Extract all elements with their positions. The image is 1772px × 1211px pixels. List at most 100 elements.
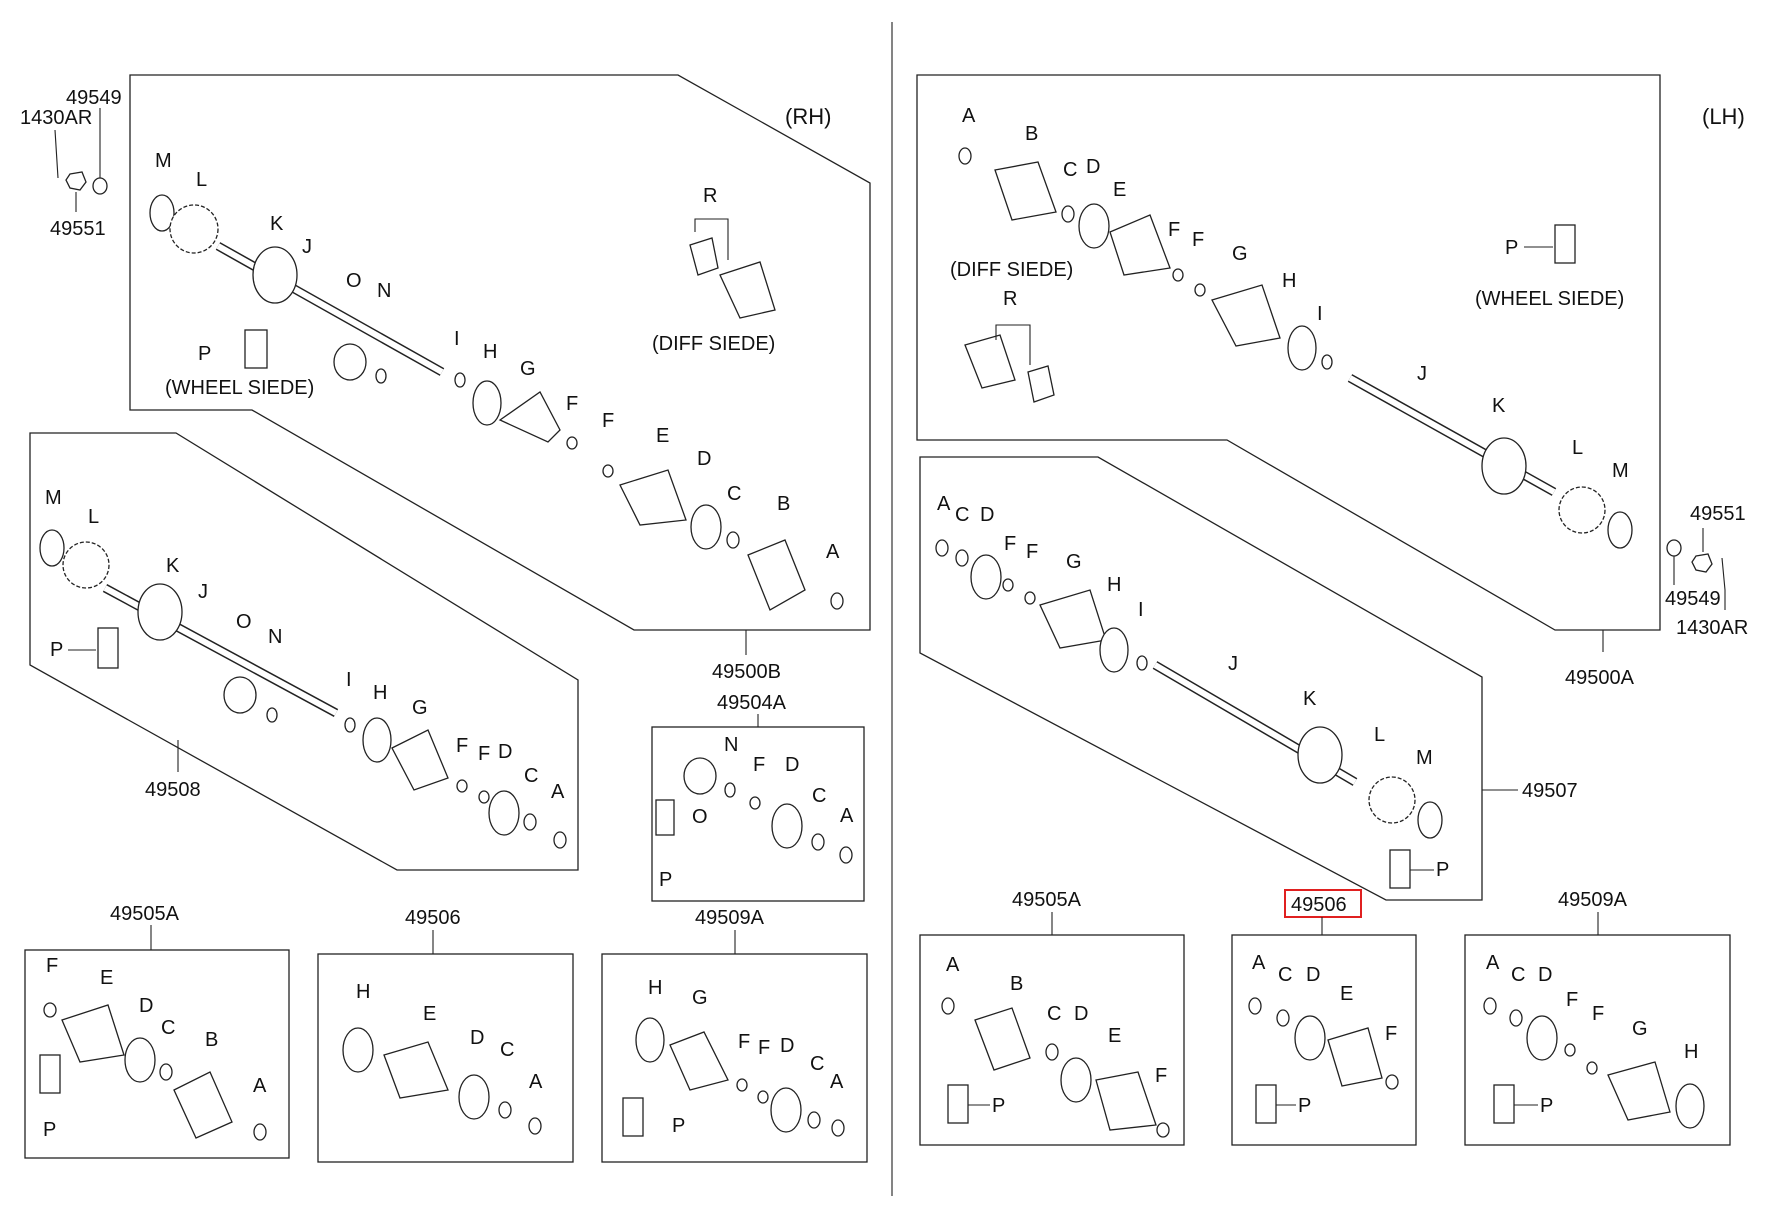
rh-alt-i-ring — [344, 717, 356, 733]
lh-main-f-clamp-2 — [1194, 283, 1206, 297]
lh-main-label-l: L — [1572, 437, 1583, 459]
lh-alt-k-outer-joint — [1297, 726, 1343, 784]
rh-outer-boot-kit-b-housing — [173, 1071, 233, 1139]
lh-inner-boot-kit-a-circlip — [1248, 997, 1262, 1015]
lh-hub-bolt-number[interactable]: 1430AR — [1676, 617, 1748, 639]
rh-alt-f-clamp-2 — [478, 790, 490, 804]
rh-alt-g-boot — [391, 729, 449, 791]
lh-alt-f-clamp-2 — [1024, 591, 1036, 605]
lh-boot-set-kit-f-clamp-2 — [1586, 1061, 1598, 1075]
lh-boot-set-kit-label-c: C — [1511, 964, 1525, 986]
rh-alt-a-circlip — [553, 831, 567, 849]
lh-outer-boot-kit-label-f: F — [1155, 1065, 1167, 1087]
rh-hub-nut-number[interactable]: 49551 — [50, 218, 106, 240]
rh-alt-label-c: C — [524, 765, 538, 787]
lh-alt-f-clamp-1 — [1002, 578, 1014, 592]
lh-boot-set-kit-label-f2: F — [1592, 1003, 1604, 1025]
rh-alt-label-g: G — [412, 697, 428, 719]
rh-alt-label-a: A — [551, 781, 565, 803]
rh-boot-set-kit-label-p: P — [672, 1115, 685, 1137]
lh-inner-boot-kit-p-grease — [1255, 1084, 1277, 1124]
rh-main-label-m: M — [155, 150, 172, 172]
rh-main-r-bracket — [694, 218, 729, 260]
lh-outer-boot-kit-a-circlip — [941, 997, 955, 1015]
lh-alt-label-h: H — [1107, 574, 1121, 596]
lh-inner-boot-kit-label-a: A — [1252, 952, 1266, 974]
lh-boot-set-kit-number[interactable]: 49509A — [1558, 889, 1628, 911]
frame-lh-inner-boot-kit[interactable] — [1231, 934, 1417, 1146]
rh-alt-label-i: I — [346, 669, 352, 691]
rh-main-label-p: P — [198, 343, 211, 365]
lh-alt-label-a: A — [937, 493, 951, 515]
rh-inner-boot-kit-number[interactable]: 49506 — [405, 907, 461, 929]
rh-boot-set-kit-c-ring — [807, 1111, 821, 1129]
rh-main-assembly-number[interactable]: 49500B — [712, 661, 781, 683]
rh-inner-boot-kit-label-d: D — [470, 1027, 484, 1049]
rh-inner-kit-number[interactable]: 49504A — [717, 692, 787, 714]
lh-outer-boot-kit-p-grease — [947, 1084, 969, 1124]
rh-hub-bolt-number[interactable]: 1430AR — [20, 107, 92, 129]
lh-alt-c-ring — [955, 549, 969, 567]
rh-inner-boot-kit-label-h: H — [356, 981, 370, 1003]
rh-boot-set-kit-label-a: A — [830, 1071, 844, 1093]
lh-inner-boot-kit-number[interactable]: 49506 — [1291, 894, 1347, 916]
rh-alt-assembly-number[interactable]: 49508 — [145, 779, 201, 801]
rh-outer-boot-kit-label-p: P — [43, 1119, 56, 1141]
lh-main-assembly-number[interactable]: 49500A — [1565, 667, 1635, 689]
rh-inner-kit-label-f: F — [753, 754, 765, 776]
lh-outer-boot-kit-b-housing — [974, 1007, 1031, 1071]
lh-boot-set-kit-label-h: H — [1684, 1041, 1698, 1063]
rh-inner-kit-n-clip — [724, 782, 736, 798]
lh-alt-label-k: K — [1303, 688, 1317, 710]
lh-alt-assembly-number[interactable]: 49507 — [1522, 780, 1578, 802]
lh-inner-boot-kit-f-clamp — [1385, 1074, 1399, 1090]
rh-diff-side-note: (DIFF SIEDE) — [652, 333, 775, 355]
rh-hub-washer-part — [92, 177, 108, 195]
rh-alt-label-f2: F — [478, 743, 490, 765]
rh-alt-p-grease — [97, 627, 119, 669]
rh-inner-boot-kit-label-a: A — [529, 1071, 543, 1093]
rh-boot-set-kit-a-circlip — [831, 1119, 845, 1137]
lh-alt-label-m: M — [1416, 747, 1433, 769]
lh-boot-set-kit-label-g: G — [1632, 1018, 1648, 1040]
lh-main-d-band — [1078, 203, 1110, 249]
rh-main-f-clamp-1 — [566, 436, 578, 450]
frame-rh-outer-boot-kit[interactable] — [24, 949, 290, 1159]
rh-boot-set-kit-f-clamp-2 — [757, 1090, 769, 1104]
rh-main-label-j: J — [302, 236, 312, 258]
rh-main-m-seal — [149, 194, 175, 232]
lh-alt-a-circlip — [935, 539, 949, 557]
lh-outer-boot-kit-label-b: B — [1010, 973, 1023, 995]
rh-inner-boot-kit-label-e: E — [423, 1003, 436, 1025]
lh-outer-boot-kit-number[interactable]: 49505A — [1012, 889, 1082, 911]
lh-hub-bolt-part — [1721, 557, 1726, 591]
lh-boot-set-kit-label-f1: F — [1566, 989, 1578, 1011]
lh-inner-boot-kit-highlight[interactable] — [1284, 889, 1362, 918]
rh-side-label: (RH) — [785, 104, 831, 129]
rh-main-label-b: B — [777, 493, 790, 515]
rh-inner-boot-kit-a-circlip — [528, 1117, 542, 1135]
frame-rh-alt — [29, 432, 579, 871]
lh-boot-set-kit-h-band — [1675, 1083, 1705, 1129]
rh-inner-kit-d-band — [771, 803, 803, 849]
rh-hub-washer-number[interactable]: 49549 — [66, 87, 122, 109]
lh-main-a-circlip — [958, 147, 972, 165]
rh-inner-kit-label-d: D — [785, 754, 799, 776]
frame-rh-inner-boot-kit[interactable] — [317, 953, 574, 1163]
lh-inner-boot-kit-label-f: F — [1385, 1023, 1397, 1045]
lh-hub-washer-number[interactable]: 49549 — [1665, 588, 1721, 610]
lh-inner-boot-kit-label-c: C — [1278, 964, 1292, 986]
lh-main-f-clamp-1 — [1172, 268, 1184, 282]
rh-boot-set-kit-number[interactable]: 49509A — [695, 907, 765, 929]
rh-alt-label-p: P — [50, 639, 63, 661]
rh-main-r-tripod — [719, 261, 776, 319]
rh-inner-boot-kit-e-boot — [383, 1041, 449, 1099]
lh-hub-nut-number[interactable]: 49551 — [1690, 503, 1746, 525]
lh-alt-label-f1: F — [1004, 533, 1016, 555]
rh-main-l-tone-ring — [169, 204, 219, 254]
lh-alt-g-boot — [1039, 589, 1107, 649]
rh-alt-label-h: H — [373, 682, 387, 704]
rh-outer-boot-kit-number[interactable]: 49505A — [110, 903, 180, 925]
rh-inner-kit-label-c: C — [812, 785, 826, 807]
rh-alt-m-seal — [39, 529, 65, 567]
